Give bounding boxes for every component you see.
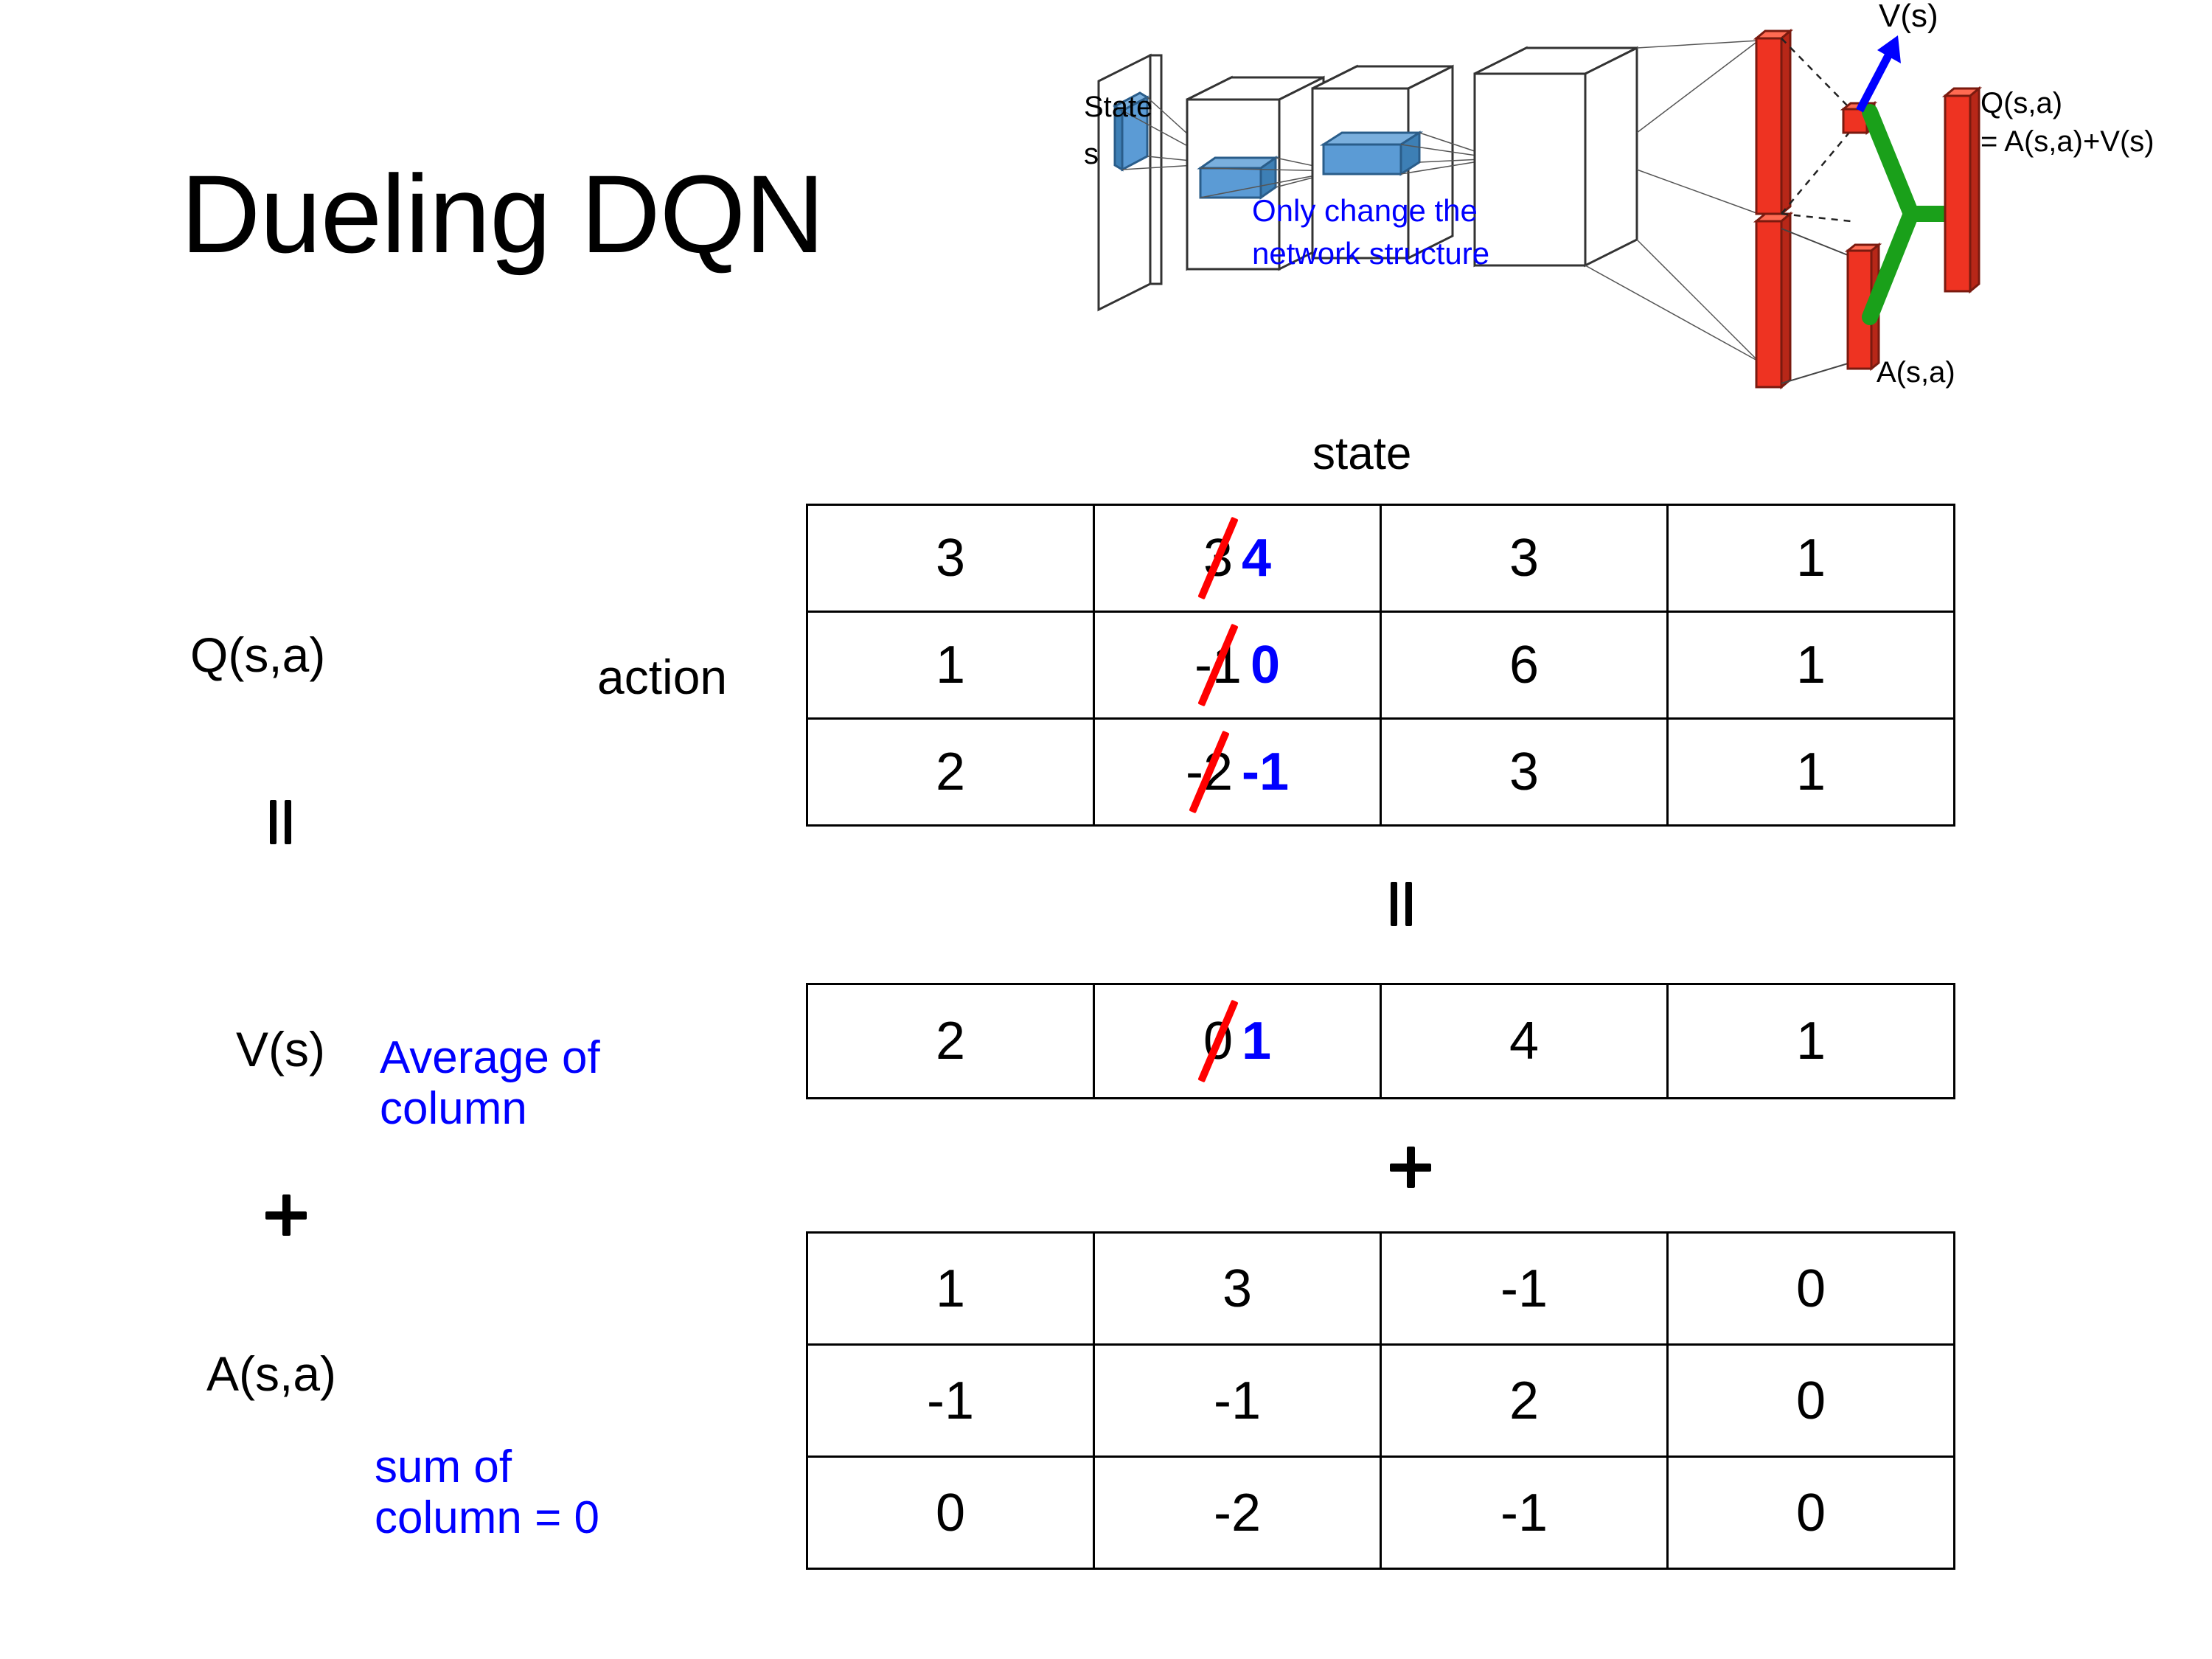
v-cell-c2: 4 xyxy=(1380,983,1669,1099)
q-cell-r1c0: 1 xyxy=(806,611,1095,720)
q-function-label: Q(s,a) xyxy=(190,627,326,682)
diagram-state-label: State xyxy=(1084,91,1152,123)
plus-operator-middle xyxy=(1390,1147,1431,1188)
a-cell-r2c0: 0 xyxy=(806,1455,1095,1570)
sum-of-column-note: sum of column = 0 xyxy=(375,1441,600,1544)
a-cell-r0c3: 0 xyxy=(1666,1231,1955,1346)
page-title: Dueling DQN xyxy=(181,152,825,276)
q-cell-r0c3: 1 xyxy=(1666,504,1955,613)
q-cell-r2c1: -2 -1 xyxy=(1093,717,1382,827)
diagram-note-line1: Only change the xyxy=(1252,193,1478,228)
a-cell-r1c3: 0 xyxy=(1666,1343,1955,1458)
diagram-v-output-label: V(s) xyxy=(1879,0,1938,34)
q-cell-r2c2: 3 xyxy=(1380,717,1669,827)
state-axis-label: state xyxy=(1312,428,1412,479)
diagram-state-sub-label: s xyxy=(1084,138,1099,170)
corrected-value: 4 xyxy=(1242,529,1272,588)
struck-value: -2 xyxy=(1185,742,1233,801)
equals-operator-left xyxy=(265,800,299,844)
struck-value: 3 xyxy=(1203,529,1233,588)
a-cell-r1c2: 2 xyxy=(1380,1343,1669,1458)
a-cell-r0c2: -1 xyxy=(1380,1231,1669,1346)
equals-operator-middle xyxy=(1386,882,1420,926)
action-axis-label: action xyxy=(597,650,728,704)
a-cell-r0c1: 3 xyxy=(1093,1231,1382,1346)
v-cell-c0: 2 xyxy=(806,983,1095,1099)
average-of-column-note: Average of column xyxy=(380,1032,600,1135)
q-cell-r1c2: 6 xyxy=(1380,611,1669,720)
a-cell-r1c1: -1 xyxy=(1093,1343,1382,1458)
q-cell-r2c0: 2 xyxy=(806,717,1095,827)
a-cell-r0c0: 1 xyxy=(806,1231,1095,1346)
corrected-value: 0 xyxy=(1250,636,1281,695)
v-cell-c3: 1 xyxy=(1666,983,1955,1099)
table-row: 1 -1 0 6 1 xyxy=(806,611,1955,720)
q-cell-r0c0: 3 xyxy=(806,504,1095,613)
v-cell-c1: 0 1 xyxy=(1093,983,1382,1099)
a-cell-r2c2: -1 xyxy=(1380,1455,1669,1570)
table-row: 2 -2 -1 3 1 xyxy=(806,717,1955,827)
a-value-table: 1 3 -1 0 -1 -1 2 0 0 -2 -1 0 xyxy=(806,1231,1955,1570)
table-row: -1 -1 2 0 xyxy=(806,1343,1955,1458)
table-row: 3 3 4 3 1 xyxy=(806,504,1955,613)
q-cell-r1c1: -1 0 xyxy=(1093,611,1382,720)
table-row: 2 0 1 4 1 xyxy=(806,983,1955,1099)
diagram-q-formula-label: = A(s,a)+V(s) xyxy=(1980,125,2154,158)
q-value-table: 3 3 4 3 1 1 -1 0 6 1 2 -2 -1 3 1 xyxy=(806,504,1955,827)
a-cell-r2c3: 0 xyxy=(1666,1455,1955,1570)
v-function-label: V(s) xyxy=(236,1022,325,1077)
a-cell-r1c0: -1 xyxy=(806,1343,1095,1458)
q-cell-r2c3: 1 xyxy=(1666,717,1955,827)
struck-value: -1 xyxy=(1194,636,1242,695)
q-cell-r1c3: 1 xyxy=(1666,611,1955,720)
dueling-network-diagram: V(s) Q(s,a) = A(s,a)+V(s) A(s,a) State s… xyxy=(1084,0,2212,413)
corrected-value: -1 xyxy=(1242,742,1290,801)
q-cell-r0c2: 3 xyxy=(1380,504,1669,613)
diagram-a-output-label: A(s,a) xyxy=(1877,356,1955,389)
q-cell-r0c1: 3 4 xyxy=(1093,504,1382,613)
a-cell-r2c1: -2 xyxy=(1093,1455,1382,1570)
plus-operator-left xyxy=(265,1194,307,1236)
table-row: 1 3 -1 0 xyxy=(806,1231,1955,1346)
diagram-q-output-label: Q(s,a) xyxy=(1980,87,2062,119)
struck-value: 0 xyxy=(1203,1012,1233,1071)
v-value-table: 2 0 1 4 1 xyxy=(806,983,1955,1099)
corrected-value: 1 xyxy=(1242,1012,1272,1071)
a-function-label: A(s,a) xyxy=(206,1346,337,1401)
diagram-note-line2: network structure xyxy=(1252,236,1489,271)
table-row: 0 -2 -1 0 xyxy=(806,1455,1955,1570)
